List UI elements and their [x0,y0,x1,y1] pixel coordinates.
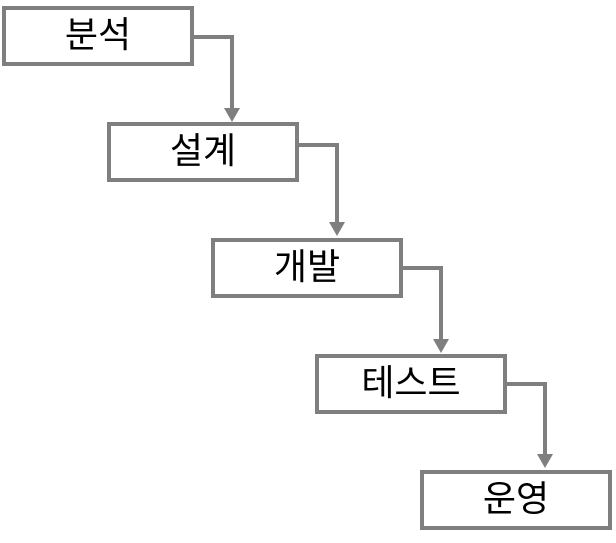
arrowhead-2 [329,222,345,236]
stage-label-testing: 테스트 [361,363,461,404]
arrowhead-3 [433,339,449,353]
stage-label-operation: 운영 [482,479,550,520]
connector-2 [299,143,339,222]
stage-box-analysis: 분석 [2,6,194,66]
stage-box-operation: 운영 [420,470,612,530]
stage-box-design: 설계 [107,122,299,182]
arrowhead-4 [537,454,553,468]
stage-label-development: 개발 [273,247,341,288]
arrowhead-1 [224,108,240,122]
connector-4 [507,382,547,454]
stage-box-testing: 테스트 [315,354,507,414]
stage-box-development: 개발 [211,238,403,298]
stage-label-design: 설계 [169,131,237,172]
stage-label-analysis: 분석 [64,15,132,56]
connector-1 [194,35,234,108]
connector-3 [403,266,443,339]
